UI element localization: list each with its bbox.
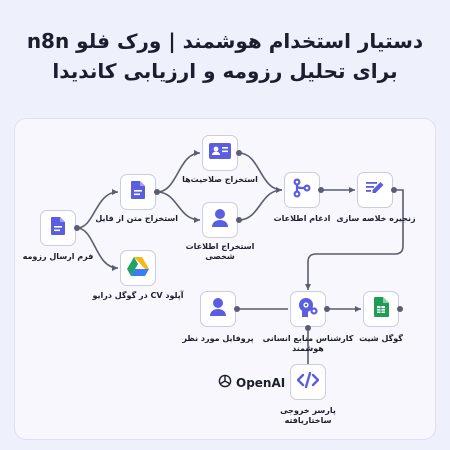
extract-skills-label: استخراج صلاحیت‌ها [182,175,258,184]
pen-edit-icon [365,178,385,202]
extract-skills-output-port[interactable] [236,150,242,156]
extract-text-node[interactable] [120,174,156,210]
extract-personal-output-port[interactable] [236,217,242,223]
hr-expert-bottom-port[interactable] [305,325,311,331]
google-sheet-label: گوگل شیت [359,334,403,343]
arrow-head-merge [276,187,282,193]
openai-icon [218,374,232,391]
code-icon [296,371,320,392]
extract-text-output-port[interactable] [154,189,160,195]
extract-personal-label-1: استخراج اطلاعات [185,242,255,251]
brain-gear-icon [297,296,319,322]
openai-logo: OpenAI [218,374,285,391]
output-parser-label-2: ساختاریافته [284,416,332,425]
openai-label: OpenAI [236,375,286,390]
wire-summary-hr [307,189,404,290]
page-title: دستیار استخدام هوشمند | ورک فلو n8n برای… [0,26,450,86]
profile-node[interactable] [200,291,236,327]
wire-extract-skills [156,152,201,193]
google-sheets-icon [373,297,389,321]
merge-node[interactable] [284,172,320,208]
arrow-head-extract [112,189,118,195]
form-node-label: فرم ارسال رزومه [22,252,94,261]
merge-output-port[interactable] [318,187,324,193]
arrow-head-personal [194,217,200,223]
person-icon [209,297,227,321]
upload-cv-label: آپلود CV در گوگل درایو [92,291,184,300]
upload-cv-node[interactable] [120,250,156,286]
form-output-port[interactable] [74,225,80,231]
google-drive-icon [127,256,149,280]
summary-chain-node[interactable] [357,172,393,208]
arrow-head-sheet [355,306,361,312]
merge-icon [292,178,312,202]
extract-skills-node[interactable] [202,135,238,171]
title-line-1: دستیار استخدام هوشمند | ورک فلو n8n [26,29,424,53]
arrow-head-upload [112,265,118,271]
hr-expert-label-2: هوشمند [292,344,324,353]
id-card-icon [209,143,231,163]
arrow-head-hr [305,284,311,290]
google-sheet-node[interactable] [363,291,399,327]
document-icon [129,180,147,204]
output-parser-label-1: پارسر خروجی [280,406,336,415]
output-parser-node[interactable] [290,364,326,400]
form-node[interactable] [40,210,76,246]
document-icon [49,216,67,240]
summary-chain-label: زنجیره خلاصه سازی [336,214,416,223]
person-icon [211,208,229,232]
extract-personal-label-2: شخصی [205,252,235,261]
profile-output-port[interactable] [234,306,240,312]
extract-personal-node[interactable] [202,202,238,238]
summary-chain-output-port[interactable] [391,187,397,193]
wire-form-upload [76,227,119,269]
arrow-head-summary [349,187,355,193]
hr-expert-label-1: کارشناس منابع انسانی [262,334,354,343]
profile-label: پروفایل مورد نظر [182,334,254,343]
merge-label: ادغام اطلاعات [273,214,331,223]
hr-expert-output-port[interactable] [324,306,330,312]
extract-text-label: استخراج متن از فایل [95,214,178,223]
arrow-head-skills [194,150,200,156]
google-sheet-output-port[interactable] [397,306,403,312]
hr-expert-node[interactable] [290,291,326,327]
title-line-2: برای تحلیل رزومه و ارزیابی کاندیدا [52,59,398,83]
